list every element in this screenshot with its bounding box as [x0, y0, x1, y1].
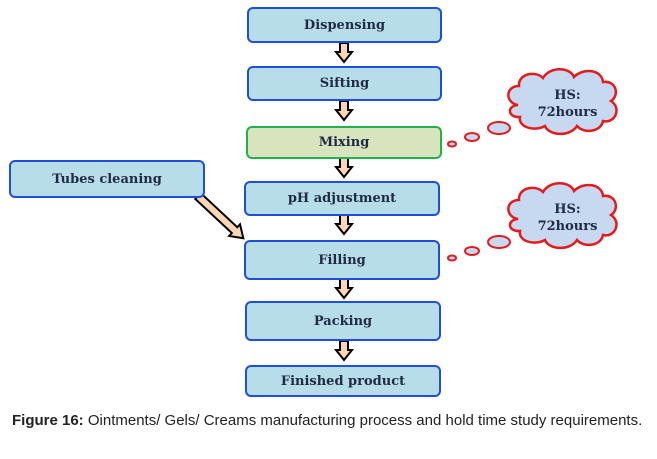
arrow-mixing-to-ph [335, 157, 353, 178]
step-label: pH adjustment [287, 191, 397, 206]
step-sifting: Sifting [247, 66, 442, 101]
step-label: Filling [318, 252, 366, 268]
step-label: Finished product [280, 373, 406, 389]
hold-time-cloud-filling [447, 182, 618, 262]
arrow-tubes-to-filling [193, 191, 245, 240]
hold-time-value: 72hours [537, 105, 598, 120]
step-mixing: Mixing [246, 126, 442, 159]
step-ph-adjustment: pH adjustment [244, 181, 440, 216]
arrow-ph-to-filling [335, 214, 353, 235]
figure-caption: Figure 16: Ointments/ Gels/ Creams manuf… [12, 411, 646, 430]
step-packing: Packing [245, 301, 441, 341]
step-finished-product: Finished product [245, 365, 441, 397]
caption-text: Ointments/ Gels/ Creams manufacturing pr… [83, 412, 643, 429]
side-step-tubes-cleaning: Tubes cleaning [9, 160, 205, 198]
step-filling: Filling [244, 240, 440, 280]
caption-label: Figure 16: [12, 412, 84, 429]
arrow-packing-to-finished [335, 340, 353, 361]
hold-time-label: HS: [554, 88, 581, 103]
hold-time-cloud-mixing [447, 68, 618, 148]
step-label: Dispensing [303, 17, 386, 33]
step-label: Mixing [318, 135, 370, 150]
step-label: Sifting [319, 76, 370, 91]
step-label: Packing [313, 313, 373, 329]
arrow-sifting-to-mixing [335, 100, 353, 121]
step-dispensing: Dispensing [247, 7, 442, 43]
hold-time-label: HS: [554, 202, 581, 217]
hold-time-text-mixing: HS: 72hours [530, 87, 605, 121]
hold-time-value: 72hours [537, 219, 598, 234]
step-label: Tubes cleaning [52, 171, 162, 187]
arrow-filling-to-packing [335, 278, 353, 299]
arrow-dispensing-to-sifting [335, 42, 353, 63]
hold-time-text-filling: HS: 72hours [530, 201, 605, 235]
